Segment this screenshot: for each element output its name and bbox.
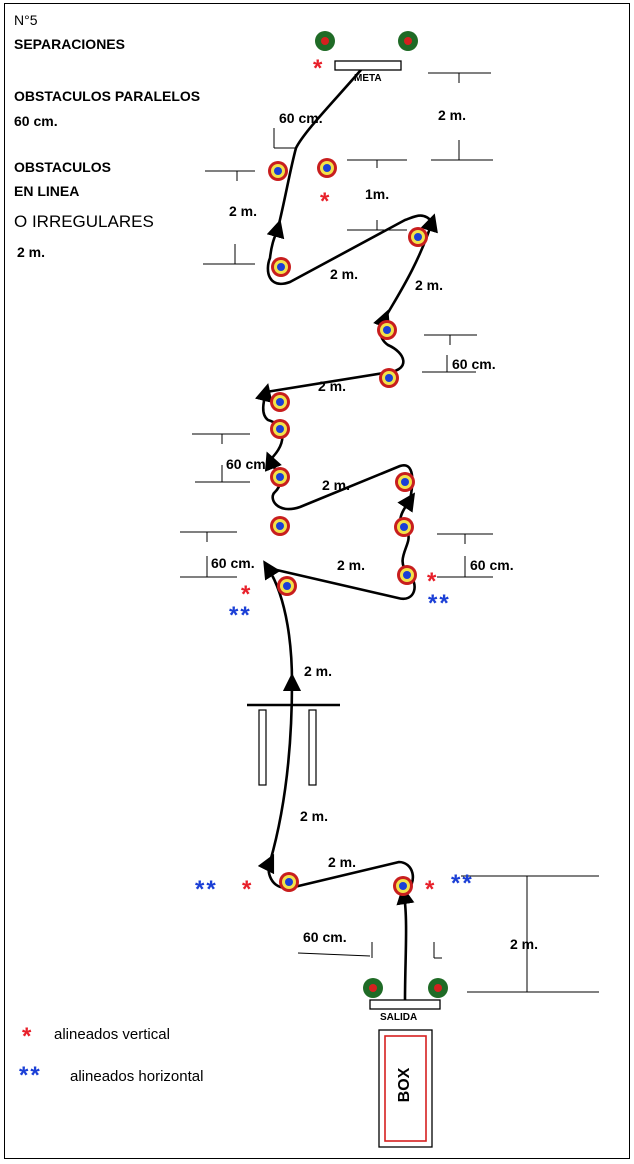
legend-horizontal-text: alineados horizontal	[70, 1068, 204, 1085]
finish-label: META	[354, 73, 382, 84]
parallel-bars-obstacle	[247, 703, 340, 786]
vertical-marker: *	[427, 568, 437, 595]
obstacle-cone	[270, 419, 290, 439]
legend-vertical-text: alineados vertical	[54, 1026, 170, 1043]
start-label: SALIDA	[380, 1012, 418, 1023]
horizontal-marker: **	[451, 870, 474, 897]
gate-marker	[398, 31, 418, 51]
vertical-marker: *	[425, 876, 435, 903]
parallel-obstacles-label: OBSTACULOS PARALELOS	[14, 88, 201, 104]
obstacle-cone	[377, 320, 397, 340]
obstacle-cone	[408, 227, 428, 247]
vertical-marker: *	[313, 55, 323, 82]
obstacle-cone	[271, 257, 291, 277]
obstacle-cone	[395, 472, 415, 492]
line-obstacles-label-2: EN LINEA	[14, 183, 80, 199]
diagram-title: SEPARACIONES	[14, 36, 125, 52]
dimension-lines	[180, 72, 599, 993]
dim-top-1m: 1m.	[365, 186, 390, 202]
obstacle-cones	[268, 158, 428, 896]
line-obstacles-label-3: O IRREGULARES	[14, 212, 154, 231]
dim-bottom-zigzag: 2 m.	[328, 854, 357, 870]
dim-zigzag-4: 2 m.	[337, 557, 366, 573]
line-obstacles-label-1: OBSTACULOS	[14, 159, 111, 175]
obstacle-cone	[268, 161, 288, 181]
gate-marker	[315, 31, 335, 51]
dim-zigzag-1: 2 m.	[330, 266, 359, 282]
legend-vertical-symbol: *	[22, 1023, 32, 1050]
horizontal-marker: **	[229, 602, 252, 629]
dim-60cm-left-1: 60 cm	[226, 456, 266, 472]
obstacle-cone	[393, 876, 413, 896]
dim-straight-2: 2 m.	[300, 808, 329, 824]
gate-markers	[315, 31, 448, 998]
dim-60cm-left-2: 60 cm.	[211, 555, 255, 571]
dim-bottom-60cm: 60 cm.	[303, 929, 347, 945]
finish-gate	[334, 60, 402, 71]
diagram-frame	[4, 3, 630, 1159]
dim-top-60cm: 60 cm.	[279, 110, 323, 126]
dim-60cm-right-2: 60 cm.	[470, 557, 514, 573]
obstacle-cone	[394, 517, 414, 537]
legend-horizontal-symbol: **	[19, 1062, 42, 1089]
obstacle-cone	[279, 872, 299, 892]
gate-marker	[428, 978, 448, 998]
dim-top-2m-left: 2 m.	[229, 203, 258, 219]
dim-zigzag-3: 2 m.	[322, 477, 351, 493]
obstacle-cone	[277, 576, 297, 596]
line-obstacles-value: 2 m.	[17, 244, 46, 260]
obstacle-cone	[270, 516, 290, 536]
obstacle-cone	[379, 368, 399, 388]
box-label: BOX	[396, 1067, 413, 1103]
obstacle-cone	[270, 467, 290, 487]
start-gate	[369, 999, 441, 1148]
obstacle-cone	[270, 392, 290, 412]
horizontal-marker: **	[428, 590, 451, 617]
diagram-number: N°5	[14, 12, 38, 28]
obstacle-cone	[317, 158, 337, 178]
dim-top-2m-right: 2 m.	[438, 107, 467, 123]
vertical-marker: *	[242, 876, 252, 903]
vertical-marker: *	[320, 188, 330, 215]
gate-marker	[363, 978, 383, 998]
obstacle-cone	[397, 565, 417, 585]
dim-straight-1: 2 m.	[304, 663, 333, 679]
dim-bottom-2m: 2 m.	[510, 936, 539, 952]
dim-60cm-right-1: 60 cm.	[452, 356, 496, 372]
horizontal-marker: **	[195, 876, 218, 903]
parallel-obstacles-value: 60 cm.	[14, 113, 58, 129]
dim-zigzag-1-right: 2 m.	[415, 277, 444, 293]
dim-zigzag-2: 2 m.	[318, 378, 347, 394]
vertical-marker: *	[241, 581, 251, 608]
